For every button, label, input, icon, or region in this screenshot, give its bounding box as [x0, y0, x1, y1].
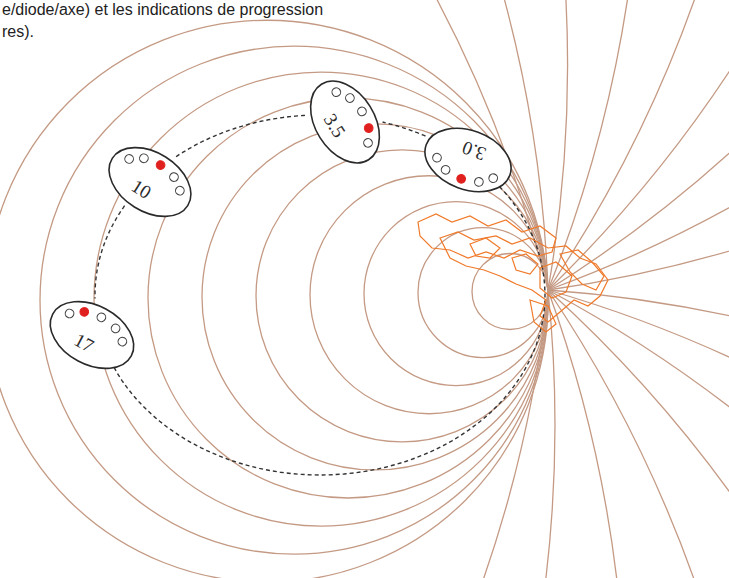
field-line: [461, 290, 548, 578]
field-line: [548, 290, 706, 578]
field-line: [418, 228, 548, 358]
electrode-dot: [362, 137, 374, 149]
electrode-dot: [473, 176, 484, 187]
ellipse-outline: [95, 131, 206, 232]
field-line: [548, 290, 729, 436]
electrode-dot: [440, 164, 451, 175]
electrode-dot: [174, 185, 186, 197]
active-electrode: [363, 122, 375, 134]
field-line: [548, 290, 729, 365]
field-line: [40, 46, 548, 554]
active-electrode: [155, 159, 167, 171]
electrode-dot: [356, 105, 368, 117]
field-line: [548, 290, 623, 578]
electrode-dot: [330, 86, 342, 98]
field-line: [548, 6, 729, 290]
electrode-dot: [123, 153, 135, 165]
electrode-ellipse: 3.0: [414, 115, 522, 205]
electrode-ellipse: 3.5: [294, 67, 395, 178]
electrode-dot: [344, 92, 356, 104]
field-line: [548, 59, 729, 290]
caption-fragment: res).: [0, 22, 36, 41]
electrode-dot: [168, 171, 180, 183]
field-line: [548, 191, 729, 290]
field-line: [0, 20, 548, 578]
field-line: [548, 0, 706, 290]
ellipse-outline: [37, 286, 147, 384]
electrode-dot: [96, 312, 108, 324]
dashed-connector: [95, 206, 125, 299]
field-line: [548, 290, 729, 502]
caption-fragment: e/diode/axe) et les indications de progr…: [0, 0, 325, 19]
dashed-connector: [176, 115, 305, 156]
electrode-dot: [431, 152, 442, 163]
field-line: [364, 202, 548, 386]
field-line: [548, 121, 729, 290]
field-line: [202, 124, 548, 470]
electrode-ellipse: 10: [95, 131, 206, 232]
electrode-dot: [110, 323, 122, 335]
field-line: [310, 176, 548, 414]
ellipse-outline: [294, 67, 395, 178]
electrode-dot: [138, 152, 150, 164]
electrode-dot: [488, 173, 499, 184]
field-line: [413, 0, 548, 290]
field-line: [535, 290, 555, 578]
electrode-ellipse: 17: [37, 286, 147, 384]
electrode-dot: [64, 308, 76, 320]
electrode-dot: [117, 336, 129, 348]
heart-structure: [418, 214, 608, 332]
ellipse-outline: [414, 115, 522, 205]
dashed-connector: [383, 122, 426, 136]
active-electrode: [456, 173, 467, 184]
active-electrode: [78, 306, 90, 318]
